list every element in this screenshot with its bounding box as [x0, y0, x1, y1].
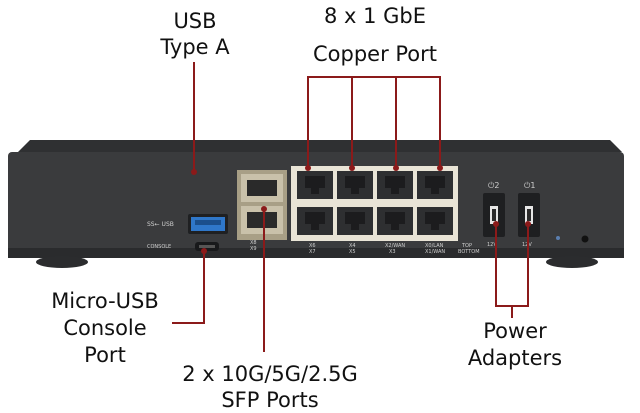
micro-usb-callout [172, 251, 205, 324]
sfp-label-top: X8 [250, 240, 257, 246]
callout-dots [191, 165, 531, 254]
sfp-label-line-1: 2 x 10G/5G/2.5G [182, 362, 358, 386]
port-label-x3: X3 [389, 249, 396, 255]
usb-label: USB Type A [150, 8, 240, 60]
port-label-x0: X0/LAN [425, 243, 444, 249]
left-foot [36, 256, 88, 268]
port-label-x7: X7 [309, 249, 316, 255]
micro-label-line-1: Micro-USB [51, 289, 159, 313]
copper-port-block [291, 166, 458, 241]
micro-label-line-2: Console [63, 316, 147, 340]
copper-port-7 [377, 207, 413, 235]
callout-lines [172, 62, 529, 352]
copper-port-1 [297, 171, 333, 199]
copper-port-label: 8 x 1 GbE Copper Port [290, 3, 460, 67]
micro-label-line-3: Port [84, 343, 126, 367]
port-label-x5: X5 [349, 249, 356, 255]
micro-usb-port [195, 242, 219, 251]
power-label-line-2: Adapters [467, 346, 563, 370]
port-label-x2: X2/WAN [385, 243, 405, 249]
copper-callout [307, 76, 353, 168]
copper-port-4 [417, 171, 453, 199]
volt-label-1: 12V [487, 242, 497, 248]
micro-usb-label: Micro-USB Console Port [30, 288, 180, 369]
status-led [556, 236, 560, 240]
copper-port-8 [417, 207, 453, 235]
copper-label-line-2: Copper Port [312, 42, 438, 66]
usb-mark: SS← USB [147, 221, 174, 228]
power-icon-2: ⏻2 [488, 181, 499, 190]
sfp-label-line-2: SFP Ports [221, 388, 319, 412]
copper-label-line-1: 8 x 1 GbE [323, 4, 427, 28]
usb-label-line-2: Type A [160, 35, 230, 59]
power-icon-1: ⏻1 [524, 181, 535, 190]
right-foot [546, 256, 598, 268]
port-label-x6: X6 [309, 243, 316, 249]
power-input-2 [518, 193, 540, 237]
power-label: Power Adapters [455, 318, 575, 372]
copper-port-6 [337, 207, 373, 235]
sfp-cages [237, 170, 287, 240]
usb-type-a-port [188, 214, 228, 234]
bottom-marker: BOTTOM [458, 249, 480, 255]
sfp-label-bottom: X9 [250, 246, 257, 252]
power-input-1 [483, 193, 505, 237]
port-label-x4: X4 [349, 243, 356, 249]
top-marker: TOP [461, 243, 472, 249]
port-label-x1: X1/WAN [425, 249, 445, 255]
copper-port-2 [337, 171, 373, 199]
usb-label-line-1: USB [173, 9, 217, 33]
reset-pinhole [581, 235, 589, 243]
sfp-label: 2 x 10G/5G/2.5G SFP Ports [155, 361, 385, 413]
power-label-line-1: Power [483, 319, 547, 343]
copper-port-5 [297, 207, 333, 235]
copper-port-3 [377, 171, 413, 199]
console-mark: CONSOLE [147, 244, 171, 250]
copper-callout-2 [395, 76, 441, 168]
